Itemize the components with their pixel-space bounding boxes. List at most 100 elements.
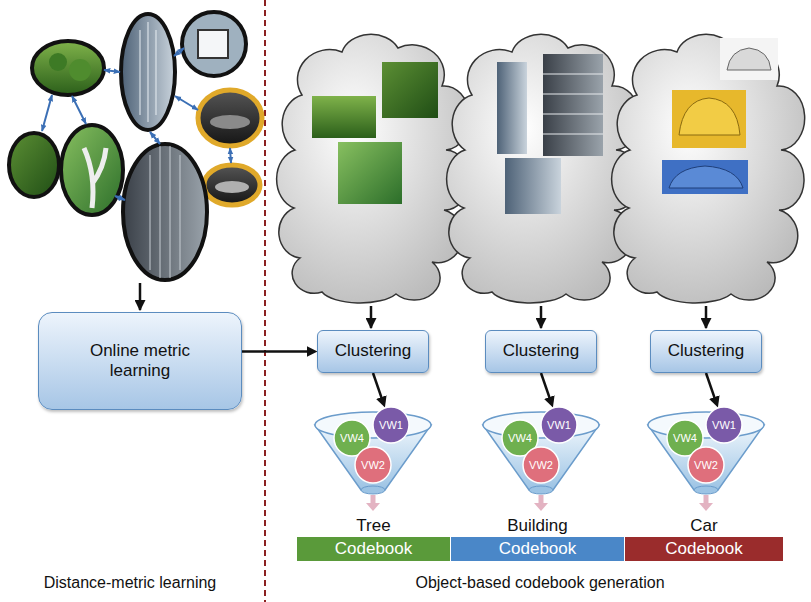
visual-word-circle: VW1 — [705, 406, 743, 444]
text-group: VW1 — [547, 419, 571, 431]
building-lines — [543, 74, 603, 134]
output-arrow-head — [366, 503, 380, 511]
similarity-arrow — [150, 132, 160, 144]
codebook-title: Car — [615, 516, 793, 536]
funnel-spout — [361, 486, 385, 494]
similarity-arrow — [42, 95, 52, 131]
building-photo — [497, 62, 527, 154]
car-cloud — [612, 34, 805, 303]
cloud-outline — [447, 34, 640, 303]
text-group: VW2 — [361, 459, 385, 471]
process-box: Online metric learning — [38, 312, 242, 410]
building-photo — [121, 14, 175, 130]
similarity-arrow — [230, 148, 231, 163]
similarity-arrow — [72, 96, 86, 124]
visual-word-text: VW1 — [547, 419, 571, 431]
process-box: Clustering — [485, 330, 597, 373]
section-label: Object-based codebook generation — [415, 573, 664, 592]
tree-cloud — [277, 34, 470, 303]
text-group: VW1 — [379, 419, 403, 431]
process-box: Clustering — [650, 330, 762, 373]
tree-foliage — [69, 59, 91, 81]
visual-word-text: VW2 — [694, 459, 718, 471]
tree-photo — [32, 41, 104, 95]
photo-collage — [9, 12, 262, 280]
car-photo — [662, 160, 748, 194]
text-group: VW4 — [508, 432, 532, 444]
visual-word-text: VW2 — [361, 459, 385, 471]
connector-arrow — [373, 373, 383, 402]
circle-shape — [541, 407, 577, 443]
text-group: Online metric learning — [70, 341, 210, 382]
car-photo — [204, 165, 260, 205]
box-text: Clustering — [503, 341, 580, 361]
visual-word-text: VW4 — [673, 432, 697, 444]
box-text: Online metric learning — [70, 341, 210, 382]
text-group: VW4 — [673, 432, 697, 444]
car-shape — [669, 166, 743, 188]
visual-word-text: VW1 — [379, 419, 403, 431]
circle-shape — [688, 447, 724, 483]
tree-branch — [84, 148, 106, 208]
codebook-title: Building — [441, 516, 634, 536]
car-body — [210, 115, 250, 129]
text-group: VW2 — [529, 459, 553, 471]
similarity-arrows — [42, 48, 231, 200]
connector-arrow — [706, 373, 716, 402]
box-text: Clustering — [668, 341, 745, 361]
output-arrow — [704, 495, 709, 503]
car-shape — [679, 98, 740, 135]
codebook-text: Codebook — [335, 539, 413, 559]
flow-arrow — [540, 306, 543, 328]
similarity-arrow — [175, 96, 198, 110]
building-photo — [543, 54, 603, 156]
cloud-outline — [277, 34, 470, 303]
tree-foliage — [49, 53, 67, 71]
tree-photo — [312, 96, 376, 138]
connector-arrow — [242, 350, 312, 353]
tree-photo — [338, 142, 402, 204]
visual-word-text: VW4 — [340, 432, 364, 444]
similarity-arrow — [174, 48, 184, 56]
flow-arrow — [705, 306, 708, 328]
section-label: Distance-metric learning — [44, 573, 217, 592]
building-lines — [150, 146, 180, 278]
visual-word-text: VW4 — [508, 432, 532, 444]
flow-arrow — [370, 306, 373, 328]
output-arrow-head — [699, 503, 713, 511]
flow-arrow — [139, 283, 142, 310]
building-photo — [505, 158, 561, 214]
visual-word-circle: VW2 — [354, 446, 392, 484]
visual-word-circle: VW2 — [687, 446, 725, 484]
tree-photo — [61, 125, 123, 215]
car-photo — [672, 90, 746, 148]
window-frame — [198, 30, 228, 58]
building-cloud — [447, 34, 640, 303]
cloud-outline — [612, 34, 805, 303]
text-group: Codebook — [499, 539, 577, 559]
car-shape — [727, 48, 771, 70]
tree-photo — [382, 62, 438, 118]
visual-word-circle: VW1 — [540, 406, 578, 444]
circle-shape — [373, 407, 409, 443]
similarity-arrow — [115, 196, 125, 200]
text-group: Clustering — [503, 341, 580, 361]
codebook-title: Tree — [287, 516, 460, 536]
process-box: Clustering — [317, 330, 429, 373]
funnel-spout — [529, 486, 553, 494]
output-arrow — [539, 495, 544, 503]
visual-word-text: VW1 — [712, 419, 736, 431]
text-group: Codebook — [665, 539, 743, 559]
building-photo — [123, 144, 207, 280]
divider-line — [264, 0, 266, 602]
visual-word-circle: VW1 — [372, 406, 410, 444]
box-text: Clustering — [335, 341, 412, 361]
text-group: VW2 — [694, 459, 718, 471]
similarity-arrow — [104, 70, 120, 72]
circle-shape — [706, 407, 742, 443]
building-lines — [140, 22, 156, 122]
